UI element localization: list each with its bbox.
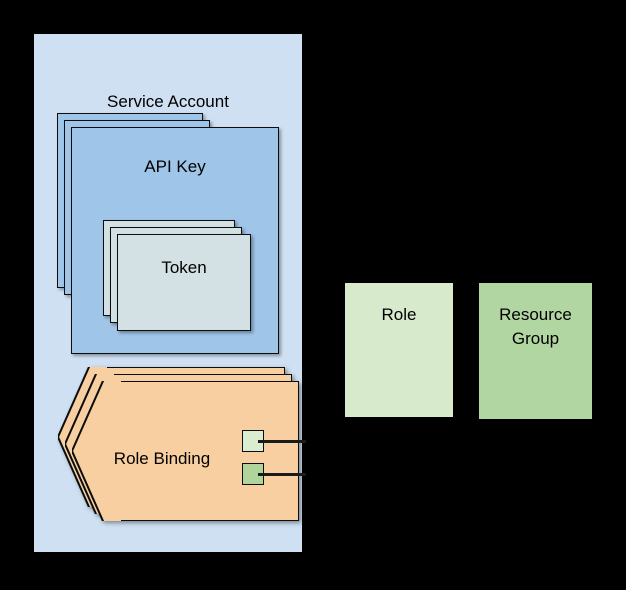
connector-role <box>258 440 306 443</box>
token-card-front[interactable]: Token <box>117 234 251 331</box>
resource-group-box[interactable]: Resource Group <box>479 283 592 419</box>
service-account-label: Service Account <box>107 92 229 111</box>
role-box-label: Role <box>381 305 417 324</box>
role-binding-label: Role Binding <box>113 449 211 468</box>
token-label: Token <box>161 258 207 277</box>
connector-resource-group <box>258 473 306 476</box>
resource-group-box-label: Resource Group <box>499 305 572 348</box>
api-key-label: API Key <box>144 157 206 176</box>
role-box[interactable]: Role <box>345 283 453 417</box>
